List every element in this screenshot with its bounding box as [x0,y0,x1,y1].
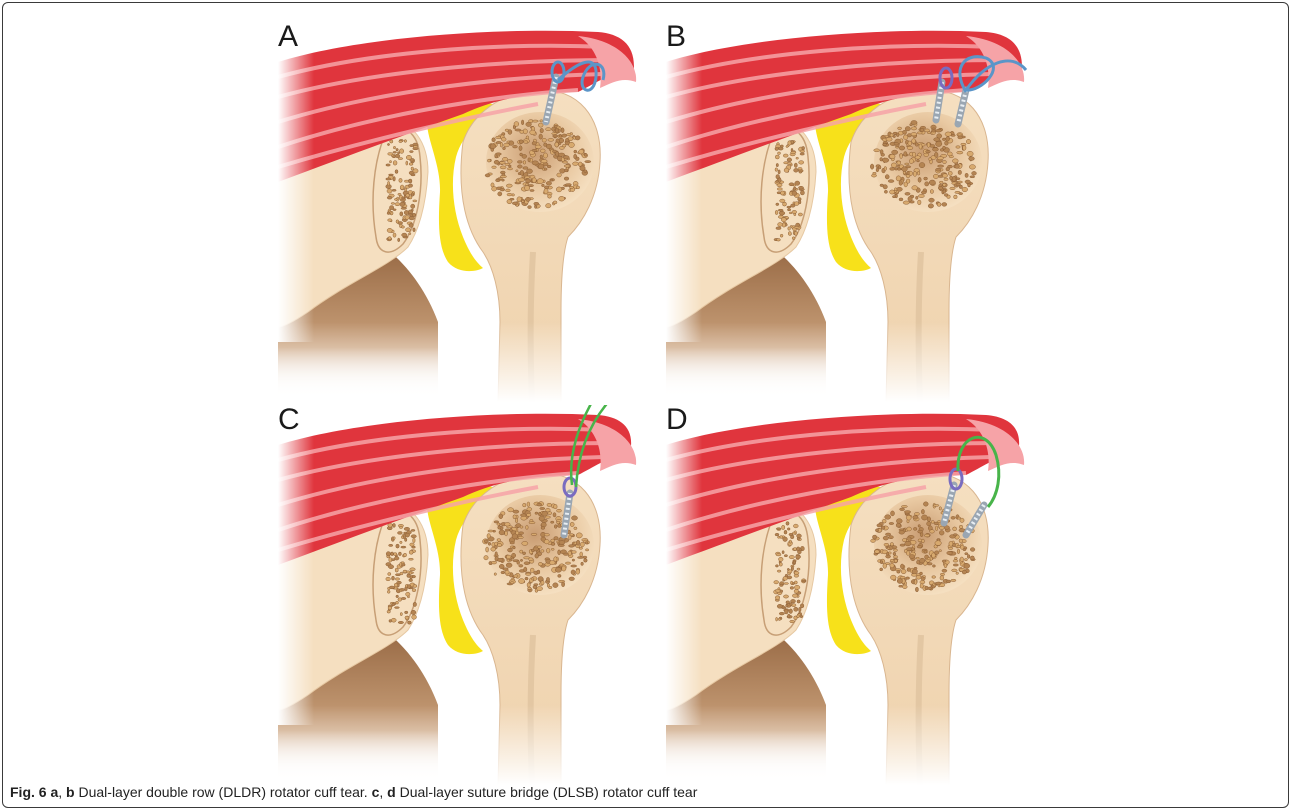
humeral-head [874,112,982,212]
caption-text-2: Dual-layer suture bridge (DLSB) rotator … [396,784,698,800]
shoulder-illustration-d [666,405,1066,785]
caption-text-1: Dual-layer double row (DLDR) rotator cuf… [75,784,372,800]
shoulder-illustration-b [666,22,1066,402]
caption-sep-2: , [379,784,387,800]
panel-letter-a: A [278,22,298,52]
panel-letter-b: B [666,22,686,52]
caption-letter-d: d [387,784,396,800]
caption-letter-b: b [66,784,75,800]
shoulder-illustration-c [278,405,678,785]
panel-letter-d: D [666,405,688,435]
panel-a: A [278,22,678,402]
panel-d: D [666,405,1066,785]
caption-label: Fig. 6 [10,784,47,800]
figure-caption: Fig. 6 a, b Dual-layer double row (DLDR)… [10,784,697,800]
panel-c: C [278,405,678,785]
panel-b: B [666,22,1066,402]
panel-letter-c: C [278,405,300,435]
caption-sep-1: , [58,784,66,800]
shoulder-illustration-a [278,22,678,402]
